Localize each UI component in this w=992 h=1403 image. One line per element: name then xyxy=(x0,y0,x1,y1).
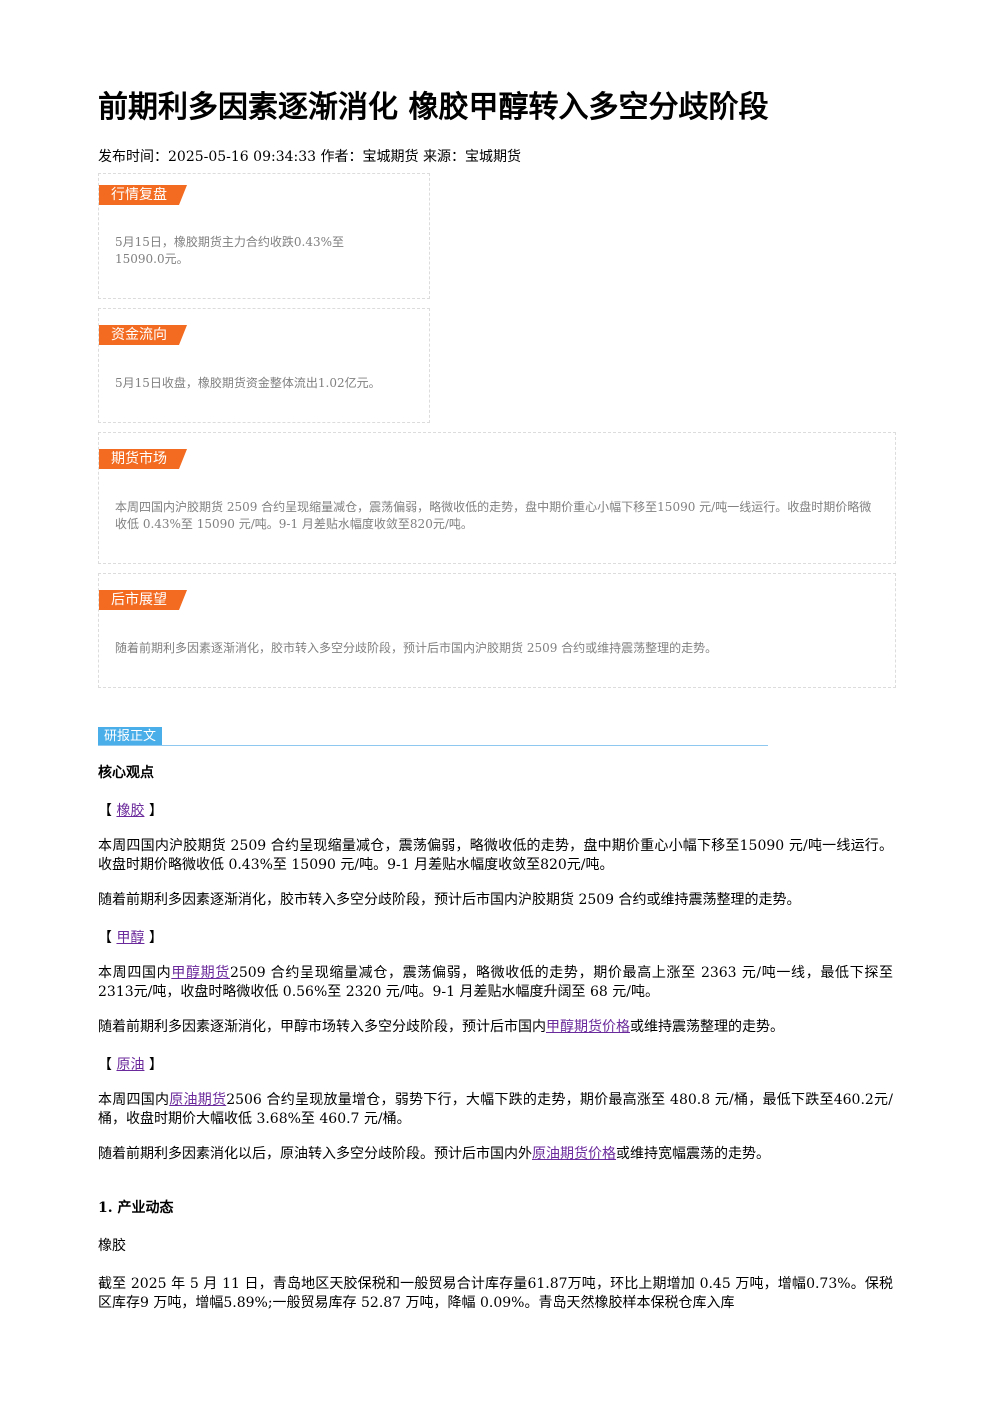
crude-paragraph-2: 随着前期利多因素消化以后，原油转入多空分歧阶段。预计后市国内外原油期货价格或维持… xyxy=(98,1145,893,1164)
rubber-link[interactable]: 橡胶 xyxy=(116,803,145,819)
bracket-open: 【 xyxy=(98,930,112,946)
bracket-open: 【 xyxy=(98,803,112,819)
methanol-link[interactable]: 甲醇 xyxy=(116,930,145,946)
methanol-paragraph-2: 随着前期利多因素逐渐消化，甲醇市场转入多空分歧阶段，预计后市国内甲醇期货价格或维… xyxy=(98,1018,893,1037)
summary-tag: 行情复盘 xyxy=(99,185,187,205)
section-1-heading: 1. 产业动态 xyxy=(98,1200,174,1216)
summary-box-outlook: 后市展望 随着前期利多因素逐渐消化，胶市转入多空分歧阶段，预计后市国内沪胶期货 … xyxy=(98,573,896,688)
summary-tag: 资金流向 xyxy=(99,325,187,345)
methanol-futures-link[interactable]: 甲醇期货 xyxy=(171,965,230,981)
bracket-close: 】 xyxy=(148,930,163,946)
article-meta: 发布时间：2025-05-16 09:34:33 作者：宝城期货 来源：宝城期货 xyxy=(98,149,521,165)
rubber-heading: 【 橡胶 】 xyxy=(98,802,893,821)
summary-box-market-review: 行情复盘 5月15日，橡胶期货主力合约收跌0.43%至15090.0元。 xyxy=(98,173,430,299)
text-segment: 或维持震荡整理的走势。 xyxy=(630,1019,784,1035)
text-segment: 或维持宽幅震荡的走势。 xyxy=(616,1146,770,1162)
rubber-paragraph-2: 随着前期利多因素逐渐消化，胶市转入多空分歧阶段，预计后市国内沪胶期货 2509 … xyxy=(98,892,801,908)
article-title: 前期利多因素逐渐消化 橡胶甲醇转入多空分歧阶段 xyxy=(98,90,769,125)
summary-box-futures-market: 期货市场 本周四国内沪胶期货 2509 合约呈现缩量减仓，震荡偏弱，略微收低的走… xyxy=(98,432,896,564)
methanol-paragraph-1: 本周四国内甲醇期货2509 合约呈现缩量减仓，震荡偏弱，略微收低的走势，期价最高… xyxy=(98,964,893,1002)
summary-text: 5月15日，橡胶期货主力合约收跌0.43%至15090.0元。 xyxy=(115,235,345,266)
bracket-close: 】 xyxy=(148,803,163,819)
text-segment: 随着前期利多因素消化以后，原油转入多空分歧阶段。预计后市国内外 xyxy=(98,1146,532,1162)
crude-futures-link[interactable]: 原油期货 xyxy=(169,1092,227,1108)
summary-tag: 期货市场 xyxy=(99,449,187,469)
summary-text: 本周四国内沪胶期货 2509 合约呈现缩量减仓，震荡偏弱，略微收低的走势，盘中期… xyxy=(115,500,872,531)
text-segment: 2509 合约呈现缩量减仓，震荡偏弱，略微收低的走势，期价最高上涨至 2363 … xyxy=(98,965,894,1000)
section-1-paragraph: 截至 2025 年 5 月 11 日，青岛地区天胶保税和一般贸易合计库存量61.… xyxy=(98,1276,893,1311)
methanol-price-link[interactable]: 甲醇期货价格 xyxy=(546,1019,630,1035)
text-segment: 本周四国内 xyxy=(98,1092,170,1108)
crude-link[interactable]: 原油 xyxy=(116,1057,145,1073)
rubber-paragraph-1: 本周四国内沪胶期货 2509 合约呈现缩量减仓，震荡偏弱，略微收低的走势，盘中期… xyxy=(98,838,893,873)
summary-box-fund-flow: 资金流向 5月15日收盘，橡胶期货资金整体流出1.02亿元。 xyxy=(98,308,430,423)
summary-text: 5月15日收盘，橡胶期货资金整体流出1.02亿元。 xyxy=(115,376,381,390)
report-section-tag: 研报正文 xyxy=(98,727,163,746)
section-1-subheading: 橡胶 xyxy=(98,1238,126,1254)
report-divider xyxy=(98,745,768,746)
text-segment: 2506 合约呈现放量增仓，弱势下行，大幅下跌的走势，期价最高涨至 480.8 … xyxy=(98,1092,894,1127)
summary-tag: 后市展望 xyxy=(99,590,187,610)
methanol-heading: 【 甲醇 】 xyxy=(98,929,893,948)
crude-heading: 【 原油 】 xyxy=(98,1056,893,1075)
summary-text: 随着前期利多因素逐渐消化，胶市转入多空分歧阶段，预计后市国内沪胶期货 2509 … xyxy=(115,641,718,655)
crude-paragraph-1: 本周四国内原油期货2506 合约呈现放量增仓，弱势下行，大幅下跌的走势，期价最高… xyxy=(98,1091,893,1129)
bracket-close: 】 xyxy=(148,1057,163,1073)
text-segment: 本周四国内 xyxy=(98,965,172,981)
text-segment: 随着前期利多因素逐渐消化，甲醇市场转入多空分歧阶段，预计后市国内 xyxy=(98,1019,546,1035)
core-view-heading: 核心观点 xyxy=(98,765,154,781)
crude-price-link[interactable]: 原油期货价格 xyxy=(532,1146,616,1162)
bracket-open: 【 xyxy=(98,1057,112,1073)
